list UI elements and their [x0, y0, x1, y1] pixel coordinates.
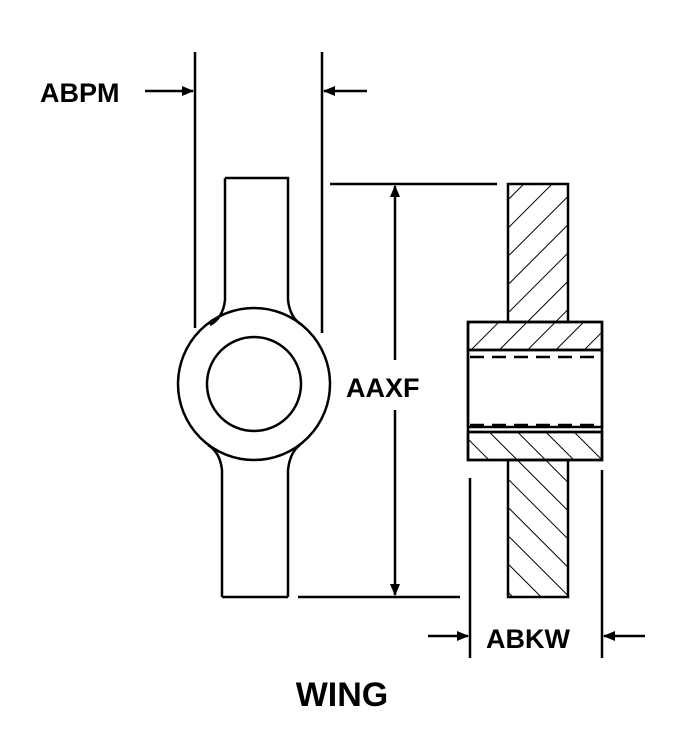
dimension-label-abpm: ABPM: [40, 78, 120, 108]
dimension-label-aaxf: AAXF: [346, 373, 420, 403]
dimension-label-abkw: ABKW: [486, 624, 570, 654]
wing-section-view: [466, 182, 604, 599]
dimension-lines: [145, 52, 645, 658]
wing-front-view: [176, 176, 332, 599]
diagram-title: WING: [296, 676, 389, 714]
